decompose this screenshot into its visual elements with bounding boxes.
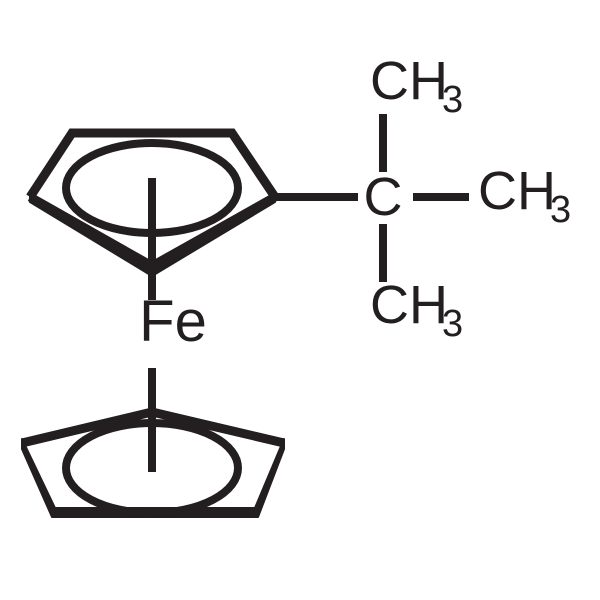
atom-label-methyl-right: CH 3 — [478, 161, 571, 231]
methyl-bottom-subscript: 3 — [442, 303, 463, 345]
svg-text:CH: CH — [370, 51, 448, 111]
svg-text:CH: CH — [478, 161, 556, 221]
atom-label-methyl-bottom: CH 3 — [370, 275, 463, 345]
atom-label-quaternary-carbon: C — [364, 167, 403, 227]
top-ring-edge-left — [27, 193, 93, 235]
methyl-top-subscript: 3 — [442, 79, 463, 121]
atom-label-methyl-top: CH 3 — [370, 51, 463, 121]
methyl-right-subscript: 3 — [550, 189, 571, 231]
tert-butyl-bonds — [275, 114, 469, 282]
fe-label-backdrop — [126, 300, 184, 366]
svg-text:CH: CH — [370, 275, 448, 335]
top-ring-outline — [26, 128, 279, 200]
top-ring-edge-right — [212, 193, 278, 235]
atom-label-fe: Fe — [139, 289, 207, 354]
